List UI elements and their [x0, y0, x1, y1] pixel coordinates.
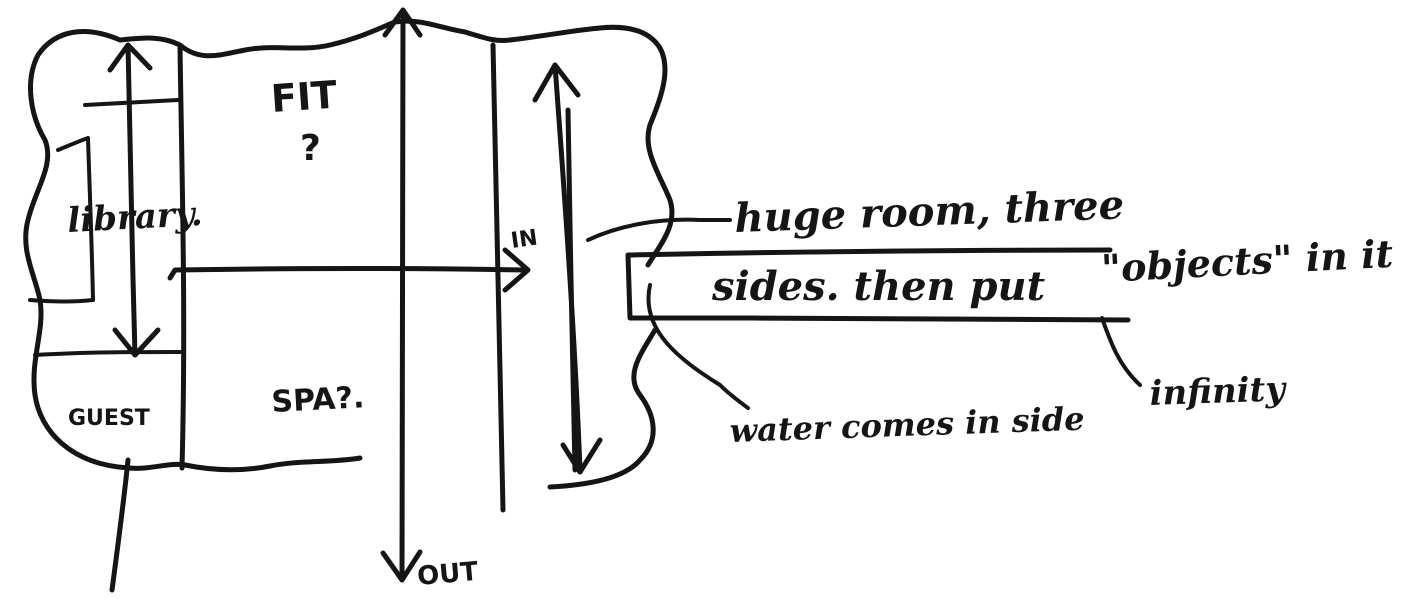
wall-right-middle — [490, 42, 506, 513]
label-out: OUT — [416, 557, 480, 592]
note-callout — [586, 217, 732, 242]
bottom-wavy-outline — [182, 455, 363, 473]
note-water: water comes in side — [729, 400, 1085, 450]
water-leader — [646, 283, 750, 410]
top-wavy-outline — [117, 18, 675, 268]
note-line-1: huge room, three — [734, 181, 1125, 242]
right-room-arrow — [532, 62, 603, 475]
note-line-2: sides. then put — [711, 263, 1046, 310]
library-arrow — [107, 42, 161, 358]
label-fit: FIT — [270, 72, 339, 121]
label-in: IN — [509, 225, 539, 253]
right-wavy-outline — [547, 327, 658, 490]
label-spa: SPA?. — [271, 380, 366, 420]
guest-pointer — [109, 457, 131, 593]
water-channel — [625, 247, 1131, 323]
note-objects: "objects" in it — [1100, 231, 1394, 291]
label-fit-question: ? — [300, 128, 321, 169]
label-guest: GUEST — [68, 406, 150, 431]
guest-divider — [33, 350, 182, 357]
wall-left — [177, 45, 187, 471]
left-wavy-outline — [23, 29, 188, 471]
in-arrow — [167, 247, 531, 293]
out-arrow — [380, 7, 423, 583]
label-library: library. — [66, 194, 203, 241]
infinity-leader — [1100, 316, 1142, 387]
note-infinity: infinity — [1149, 369, 1288, 414]
